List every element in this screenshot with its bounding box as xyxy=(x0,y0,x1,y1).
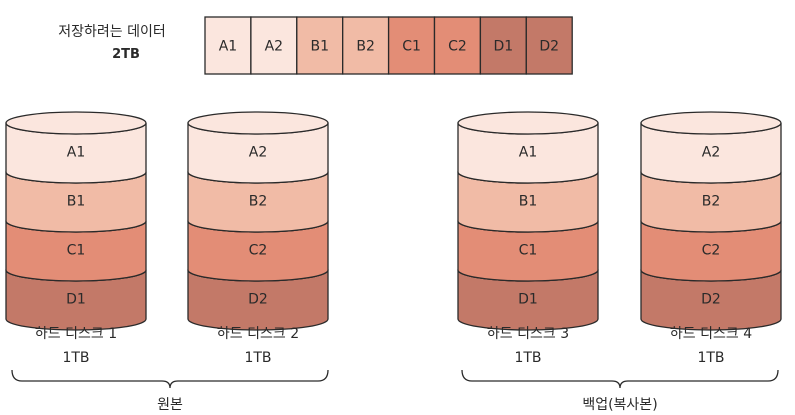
segment-label: D1 xyxy=(66,292,86,308)
segment-label: B2 xyxy=(702,194,721,210)
data-block: A2 xyxy=(250,16,298,75)
disk-4: D2 C2 B2 A2 하드 디스크 4 1TB xyxy=(640,111,782,366)
group-1: 원본 xyxy=(11,369,329,413)
data-block: A1 xyxy=(204,16,252,75)
group-2: 백업(복사본) xyxy=(461,369,779,413)
segment-label: C1 xyxy=(67,243,86,259)
disk-name: 하드 디스크 4 xyxy=(670,326,752,342)
data-strip: A1 A2 B1 B2 C1 C2 D1 D2 xyxy=(204,16,573,75)
disk-name: 하드 디스크 2 xyxy=(217,326,299,342)
segment-label: C2 xyxy=(702,243,721,259)
segment-label: C1 xyxy=(519,243,538,259)
segment-label: D2 xyxy=(701,292,721,308)
data-block-cell xyxy=(525,16,573,75)
data-block-cell xyxy=(296,16,344,75)
disk-2: D2 C2 B2 A2 하드 디스크 2 1TB xyxy=(187,111,329,366)
data-block-label: A2 xyxy=(265,39,283,55)
data-block: B1 xyxy=(296,16,344,75)
disk-size: 1TB xyxy=(514,350,541,366)
data-block-cell xyxy=(433,16,482,75)
data-block: C2 xyxy=(433,16,482,75)
group-label: 백업(복사본) xyxy=(582,397,657,413)
data-block-label: D2 xyxy=(539,39,559,55)
segment-label: A1 xyxy=(519,145,537,161)
segment-label: C2 xyxy=(249,243,268,259)
data-block-label: C1 xyxy=(402,39,421,55)
header-size: 2TB xyxy=(112,47,140,62)
segment-label: A1 xyxy=(67,145,85,161)
disk-1: D1 C1 B1 A1 하드 디스크 1 1TB xyxy=(5,111,147,366)
segment-label: D1 xyxy=(518,292,538,308)
data-block-cell xyxy=(250,16,298,75)
disk-size: 1TB xyxy=(697,350,724,366)
disk-segment: A1 xyxy=(457,111,599,184)
segment-top xyxy=(5,111,147,135)
group-brace xyxy=(461,369,779,389)
data-block-label: D1 xyxy=(494,39,514,55)
disk-3: D1 C1 B1 A1 하드 디스크 3 1TB xyxy=(457,111,599,366)
group-label: 원본 xyxy=(157,397,183,413)
groups: 원본 백업(복사본) xyxy=(11,369,779,413)
segment-label: D2 xyxy=(248,292,268,308)
group-brace xyxy=(11,369,329,389)
data-block: B2 xyxy=(342,16,390,75)
data-block-label: A1 xyxy=(219,39,237,55)
data-block: D2 xyxy=(525,16,573,75)
data-block: D1 xyxy=(479,16,527,75)
disk-segment: A1 xyxy=(5,111,147,184)
disk-segment: A2 xyxy=(187,111,329,184)
segment-label: B2 xyxy=(249,194,268,210)
data-block-cell xyxy=(204,16,252,75)
data-block: C1 xyxy=(387,16,436,75)
disk-name: 하드 디스크 1 xyxy=(35,326,117,342)
data-block-label: B2 xyxy=(356,39,375,55)
segment-label: A2 xyxy=(249,145,267,161)
data-block-cell xyxy=(387,16,436,75)
segment-top xyxy=(187,111,329,135)
disk-name: 하드 디스크 3 xyxy=(487,326,569,342)
segment-label: B1 xyxy=(519,194,538,210)
disk-size: 1TB xyxy=(244,350,271,366)
header-title: 저장하려는 데이터 xyxy=(58,24,166,40)
segment-label: B1 xyxy=(67,194,86,210)
segment-top xyxy=(457,111,599,135)
data-block-label: C2 xyxy=(448,39,467,55)
disk-segment: A2 xyxy=(640,111,782,184)
disk-size: 1TB xyxy=(62,350,89,366)
segment-top xyxy=(640,111,782,135)
data-block-cell xyxy=(479,16,527,75)
data-block-label: B1 xyxy=(310,39,329,55)
segment-label: A2 xyxy=(702,145,720,161)
